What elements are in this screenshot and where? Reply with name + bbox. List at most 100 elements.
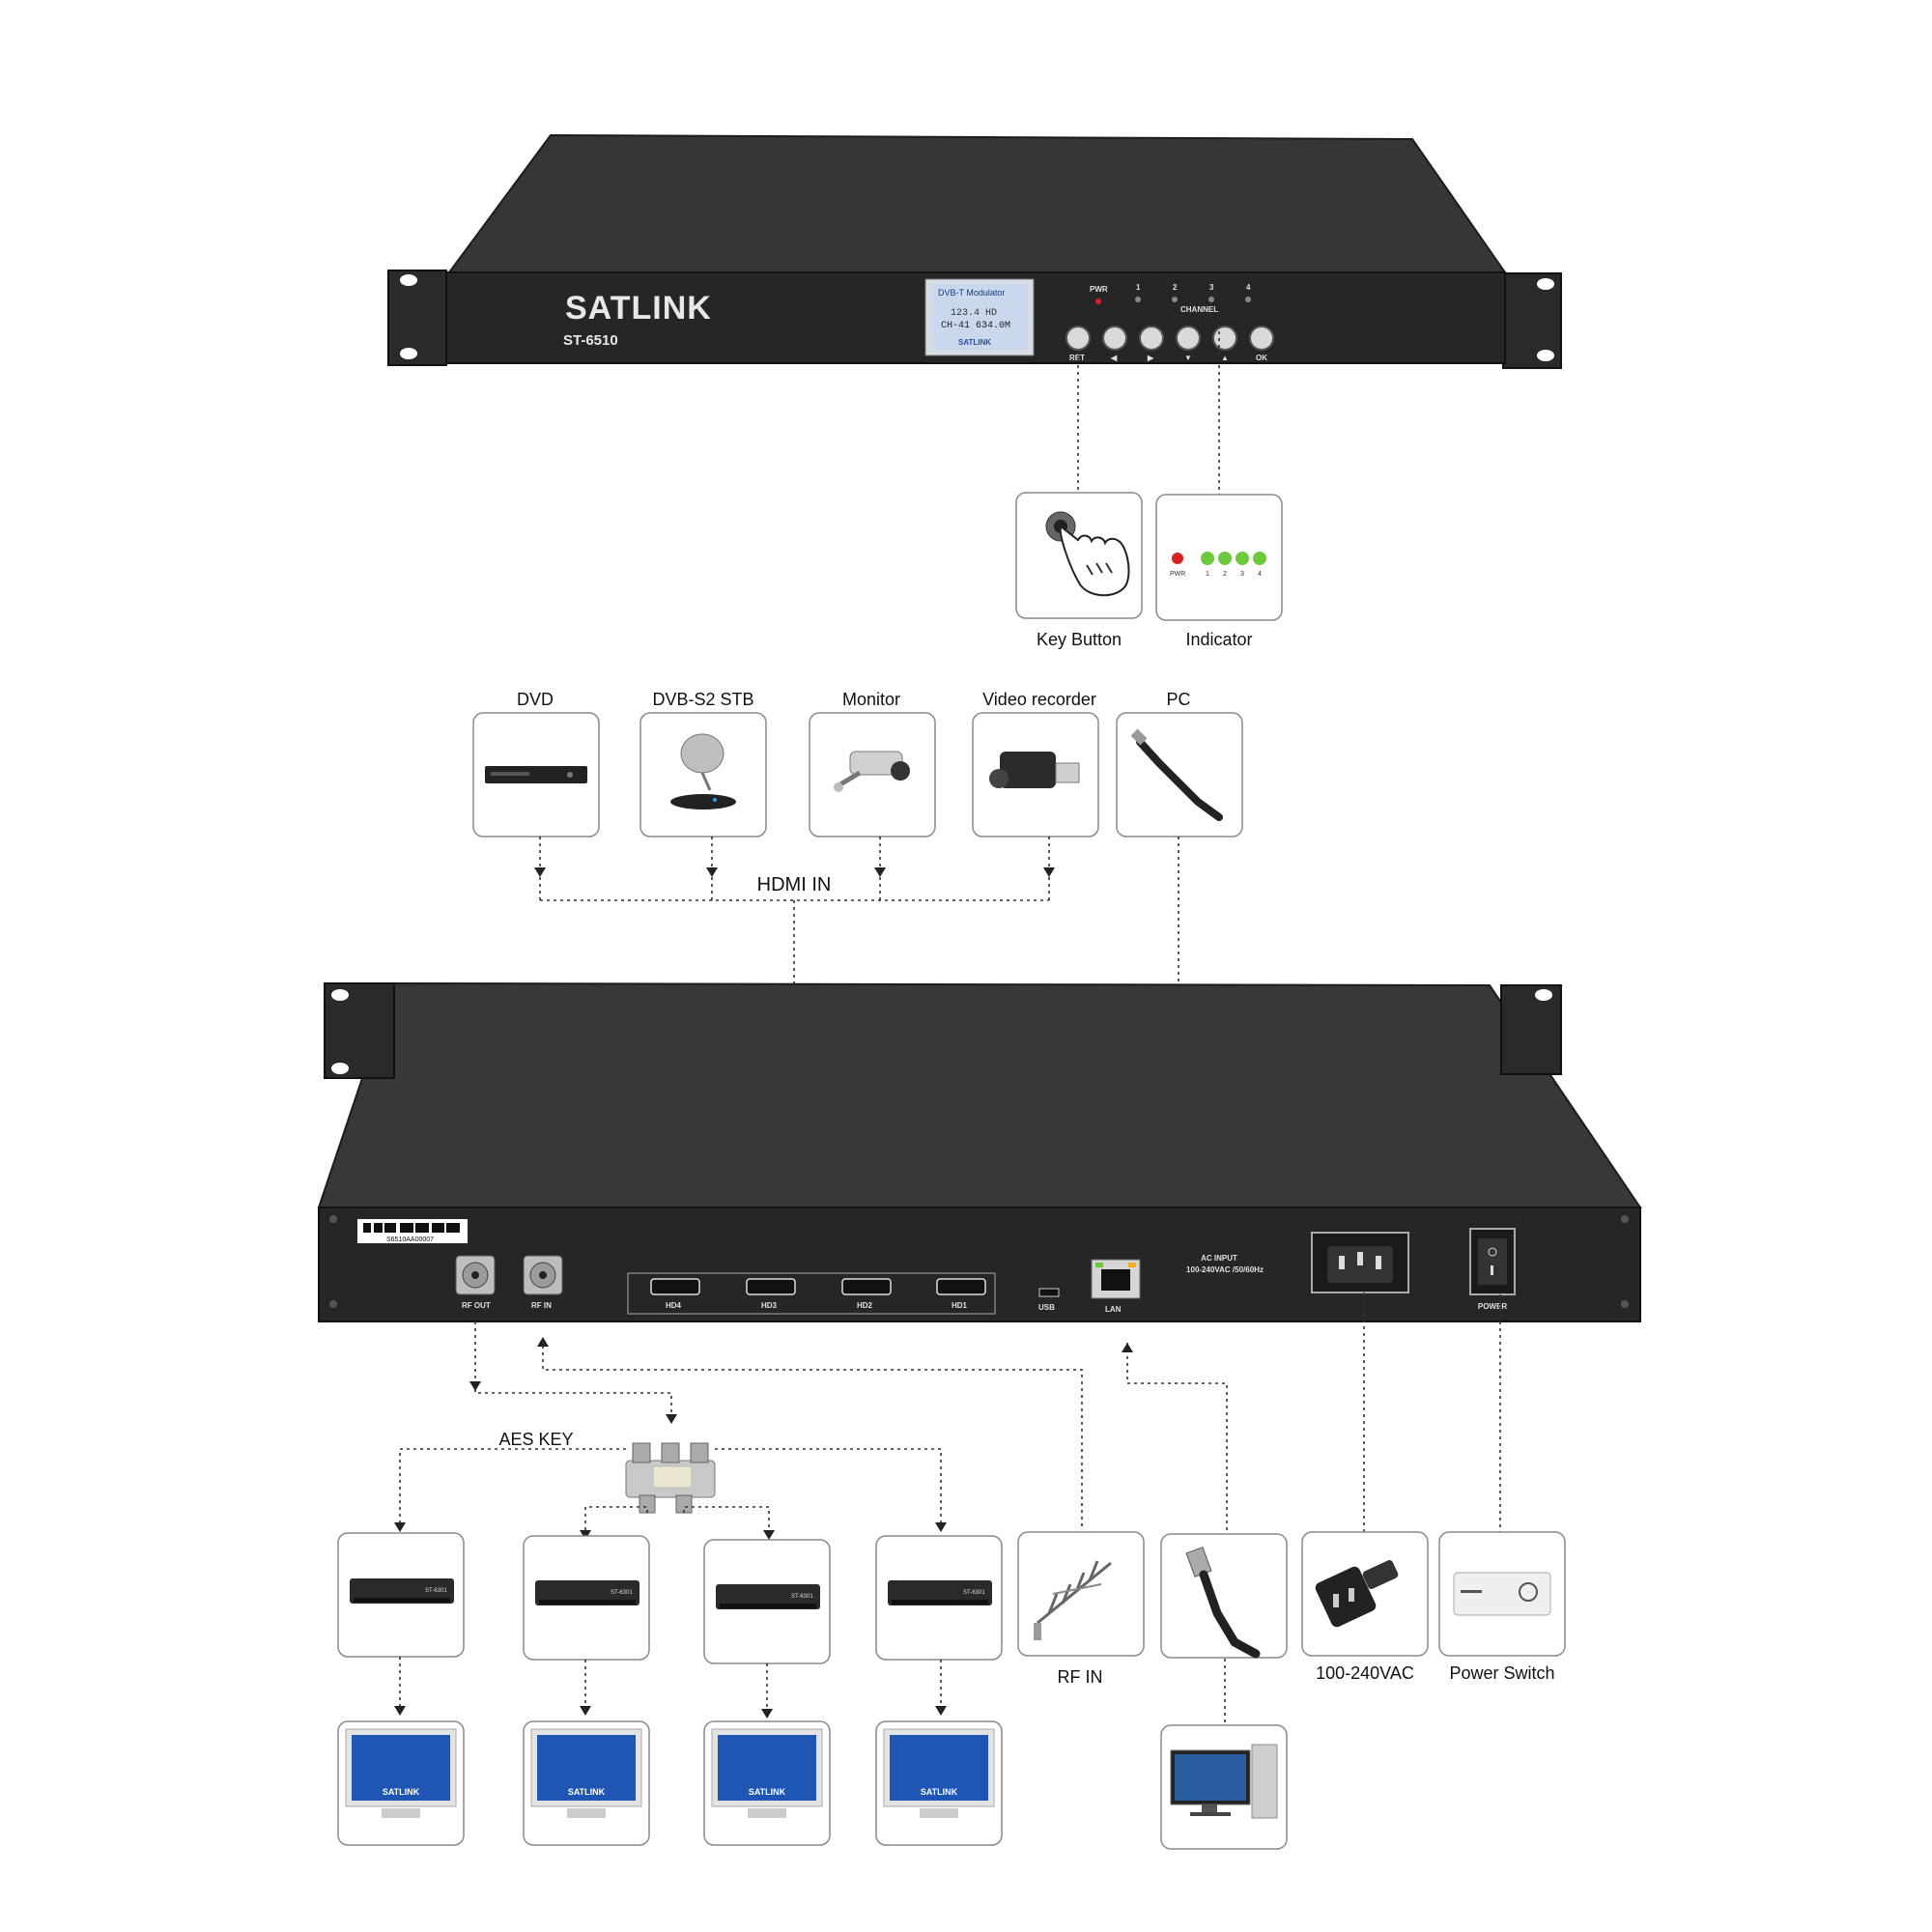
rf-in-label: RF IN [531,1301,552,1310]
channel-num-2: 2 [1173,283,1178,292]
ethernet-box [1160,1533,1288,1659]
hdmi-port-hd4[interactable] [650,1278,700,1295]
usb-cable-icon [1130,728,1223,821]
indicator-feature: PWR 1 2 3 4 Indicator [1155,494,1283,649]
set-top-box-icon [888,1580,992,1605]
serial-number: S6510AA00007 [386,1236,434,1243]
ac-output-label: 100-240VAC [1316,1663,1414,1683]
hdmi-port-hd3[interactable] [746,1278,796,1295]
ac-device: 100-240VAC [1301,1531,1429,1683]
computer-device [1160,1724,1288,1850]
lcd-screen [931,284,1028,350]
indicator-num-3: 3 [1240,571,1244,578]
source-label-dvd: DVD [517,690,554,709]
key-button-feature: Key Button [1015,492,1143,649]
lan-connector [1126,1343,1228,1544]
usb-port[interactable] [1038,1288,1060,1297]
front-model: ST-6510 [563,332,618,349]
button-left[interactable] [1102,326,1127,351]
barcode [363,1223,460,1233]
button-down[interactable] [1176,326,1201,351]
rocker-switch-icon [1453,1572,1551,1616]
indicator-num-4: 4 [1258,571,1262,578]
hdmi-in-label: HDMI IN [757,874,832,895]
stb-tv-connectors [399,1657,942,1715]
indicator-pwr-text: PWR [1170,571,1185,578]
hdmi-label-hd1: HD1 [952,1301,968,1310]
source-label-stb: DVB-S2 STB [652,690,753,709]
rf-in-device: RF IN [1017,1531,1145,1687]
hdmi-label-hd2: HD2 [857,1301,873,1310]
tv-brand-4: SATLINK [921,1787,958,1797]
channel-num-1: 1 [1136,283,1141,292]
power-switch[interactable] [1469,1228,1516,1295]
rf-out-port[interactable] [455,1255,496,1295]
button-label-up: ▲ [1221,354,1229,362]
hdmi-port-hd2[interactable] [841,1278,892,1295]
indicator-led-4 [1253,552,1266,565]
stb-model-2: ST-6301 [611,1590,633,1596]
tv-icon [883,1728,995,1818]
channel-leds: 1 2 3 4 CHANNEL [1135,283,1251,314]
indicator-led-1 [1201,552,1214,565]
antenna-box [1017,1531,1145,1657]
indicator-num-2: 2 [1223,571,1227,578]
rear-unit: S6510AA00007 RF OUT RF IN HD4 HD3 HD2 HD… [317,981,1642,1322]
stb-model-1: ST-6301 [425,1588,447,1594]
indicator-led-pwr [1172,553,1183,564]
lcd-line2: 123.4 HD [951,308,997,319]
hdmi-label-hd4: HD4 [666,1301,682,1310]
hdmi-port-hd1[interactable] [936,1278,986,1295]
splitter-inner-lines [584,1506,770,1534]
channel-num-4: 4 [1246,283,1251,292]
rf-out-label: RF OUT [462,1301,491,1310]
switch-output-label: Power Switch [1449,1663,1554,1683]
dvd-player-icon [485,766,587,783]
button-label-ret: RET [1069,354,1085,362]
aes-key-label: AES KEY [498,1430,573,1449]
tv-brand-2: SATLINK [568,1787,606,1797]
tv-icon [711,1728,823,1818]
hand-press-icon [1045,511,1130,597]
lan-port[interactable] [1091,1259,1141,1299]
rear-panel [318,1207,1641,1322]
front-rack-ear-left [387,270,447,366]
button-ok[interactable] [1249,326,1274,351]
stb-row: ST-6301 ST-6301 ST-6301 ST-6301 [337,1532,1003,1664]
button-right[interactable] [1139,326,1164,351]
satellite-dish-icon [670,733,736,810]
source-devices: DVD DVB-S2 STB Monitor Video recorder [472,690,1243,838]
camcorder-icon [989,752,1080,788]
tv-row: SATLINK SATLINK SATLINK SATLINK [337,1720,1003,1846]
rear-rack-ear-right [1500,984,1562,1075]
lcd-line1: DVB-T Modulator [938,288,1005,298]
ac-spec: 100-240VAC /50/60Hz [1186,1265,1264,1274]
tv-icon [530,1728,642,1818]
source-label-recorder: Video recorder [982,690,1096,709]
button-label-ok: OK [1256,354,1267,362]
stb-model-4: ST-6301 [963,1590,985,1596]
tv-brand-1: SATLINK [383,1787,420,1797]
source-label-monitor: Monitor [842,690,900,709]
front-unit-top [447,133,1507,273]
button-label-left: ◀ [1110,354,1118,362]
rear-unit-top [317,981,1642,1208]
button-ret[interactable] [1065,326,1091,351]
signal-splitter-icon [625,1442,716,1514]
button-up[interactable] [1212,326,1237,351]
ac-inlet[interactable] [1311,1232,1409,1293]
button-label-right: ▶ [1147,354,1154,362]
front-buttons: RET ◀ ▶ ▼ ▲ OK [1065,326,1274,362]
splitter-outer-lines [399,1448,942,1528]
rf-in-connector [542,1339,1083,1528]
pwr-text: PWR [1090,285,1108,294]
set-top-box-icon [535,1580,639,1605]
ac-title: AC INPUT [1201,1254,1237,1263]
tv-brand-3: SATLINK [749,1787,786,1797]
rf-in-port[interactable] [523,1255,563,1295]
rf-out-connector [474,1321,672,1420]
rear-rack-ear-left [324,982,395,1079]
channel-text: CHANNEL [1180,305,1218,314]
pwr-led [1095,298,1101,304]
ethernet-cable-icon [1185,1547,1261,1659]
